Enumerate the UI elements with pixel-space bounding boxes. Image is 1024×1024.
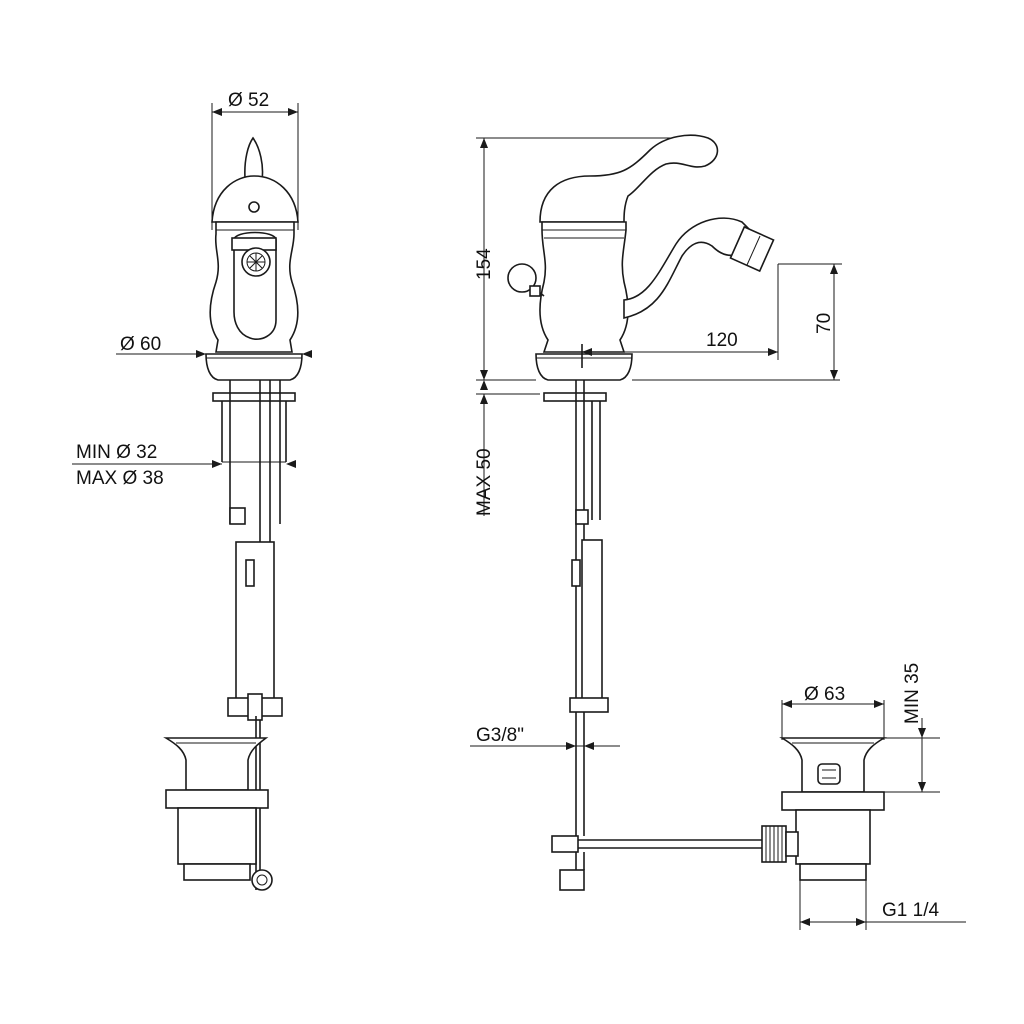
dim-max-deck: MAX 50 [474, 448, 495, 516]
side-view: 154 120 70 [470, 134, 842, 891]
dim-top-diameter: Ø 52 [228, 90, 269, 111]
dim-hole-max: MAX Ø 38 [76, 468, 164, 489]
front-view: Ø 52 Ø 60 [72, 90, 312, 891]
dim-hole-min: MIN Ø 32 [76, 442, 157, 463]
dim-base-diameter: Ø 60 [120, 334, 161, 355]
dim-spout-reach: 120 [706, 330, 738, 351]
dim-waste-thread: G1 1/4 [882, 900, 939, 921]
dim-connection-thread: G3/8" [476, 725, 524, 746]
dim-waste-diameter: Ø 63 [804, 684, 845, 705]
dim-waste-min-depth: MIN 35 [902, 663, 923, 724]
waste-assembly: Ø 63 MIN 35 G1 1/4 [761, 663, 966, 930]
dim-height: 154 [474, 248, 495, 280]
dim-spout-height: 70 [814, 313, 835, 334]
